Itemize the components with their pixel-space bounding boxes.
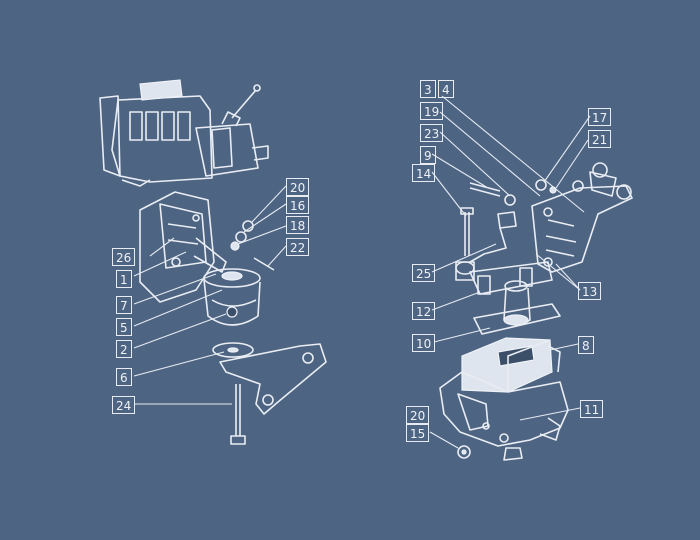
callout-2: 2: [116, 340, 132, 358]
callout-13: 13: [578, 282, 602, 300]
callout-12: 12: [412, 302, 436, 320]
callout-25: 25: [412, 264, 436, 282]
callout-26: 26: [112, 248, 136, 266]
callout-15: 15: [406, 424, 430, 442]
right-mount-assembly: [439, 162, 633, 461]
callout-22: 22: [286, 238, 310, 256]
callout-9: 9: [420, 146, 436, 164]
callout-20-left: 20: [286, 178, 310, 196]
gearbox-assembly: [99, 79, 269, 187]
callout-4: 4: [438, 80, 454, 98]
callout-8: 8: [578, 336, 594, 354]
callout-16: 16: [286, 196, 310, 214]
callout-20-right: 20: [406, 406, 430, 424]
callout-10: 10: [412, 334, 436, 352]
callout-23: 23: [420, 124, 444, 142]
callout-17: 17: [588, 108, 612, 126]
callout-21: 21: [588, 130, 612, 148]
callout-11: 11: [580, 400, 604, 418]
callout-7: 7: [116, 296, 132, 314]
callout-24: 24: [112, 396, 136, 414]
callout-14: 14: [412, 164, 436, 182]
leader-lines: [133, 95, 591, 449]
callout-3: 3: [420, 80, 436, 98]
left-mount-assembly: [139, 191, 327, 445]
callout-18: 18: [286, 216, 310, 234]
callout-6: 6: [116, 368, 132, 386]
callout-1: 1: [116, 270, 132, 288]
callout-19: 19: [420, 102, 444, 120]
callout-5: 5: [116, 318, 132, 336]
